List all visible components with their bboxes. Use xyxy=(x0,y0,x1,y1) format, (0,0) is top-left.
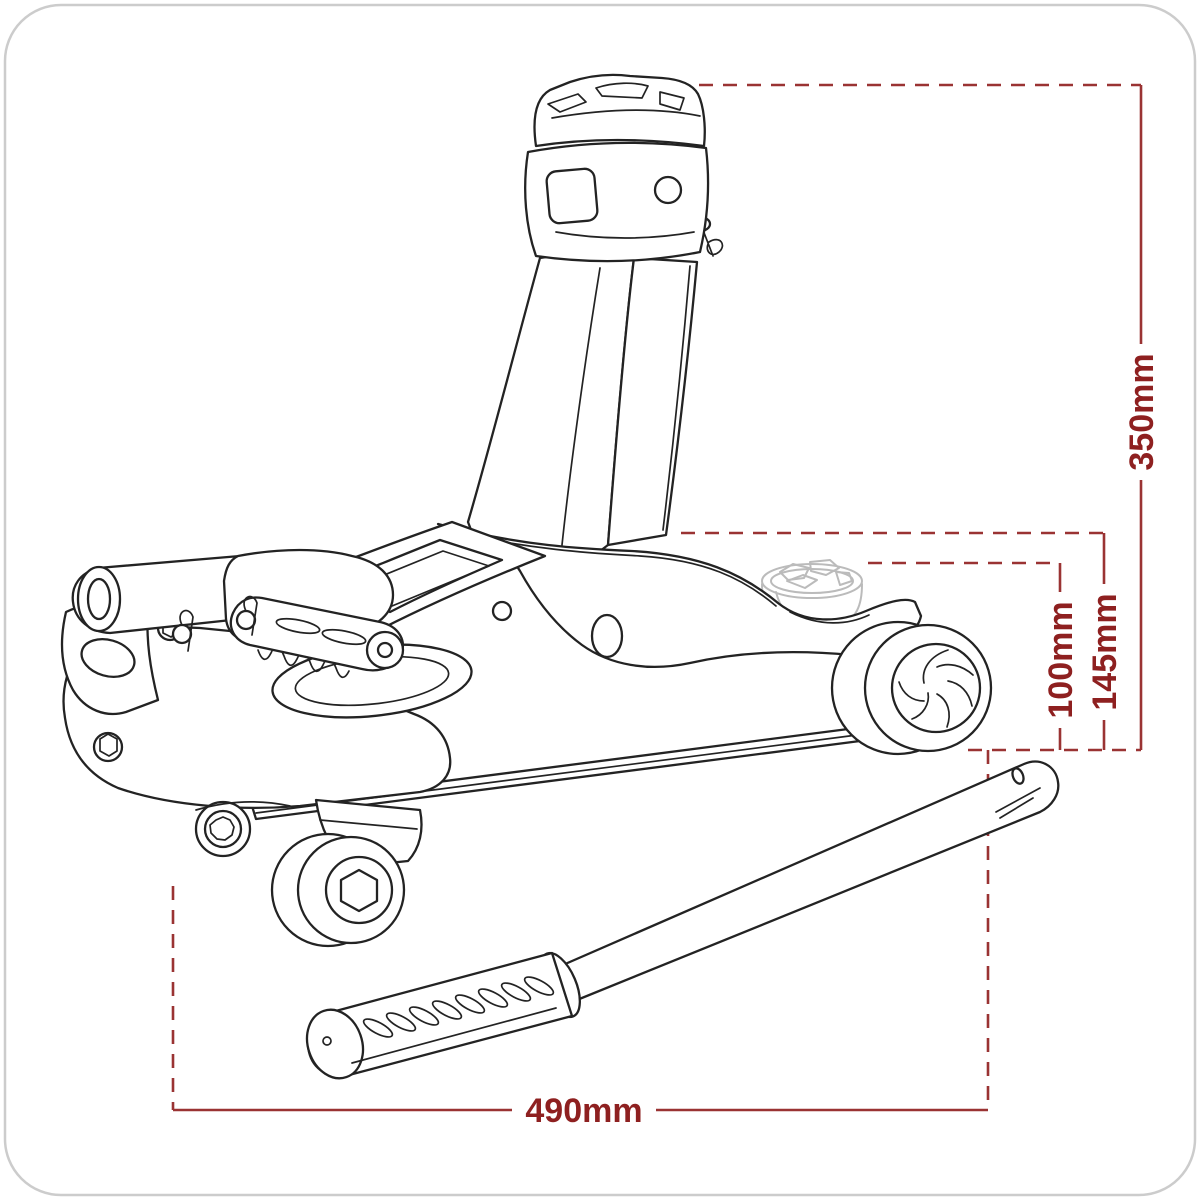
grip-end-cap xyxy=(305,1008,365,1080)
rear-wheel xyxy=(830,620,993,756)
grip-groove xyxy=(351,1007,557,1064)
handle-bar xyxy=(305,760,1060,1080)
r-clip-pins xyxy=(171,595,258,652)
label-mask xyxy=(1119,344,1163,480)
dimension-350: 350mm xyxy=(675,83,1163,750)
front-axle-bolt xyxy=(194,800,291,858)
plate-stud xyxy=(491,600,513,622)
dimension-100: 100mm xyxy=(868,561,1082,750)
r-clip xyxy=(702,229,724,257)
caster-hex-nut xyxy=(339,868,379,913)
dimension-label-145mm: 145mm xyxy=(1086,593,1124,710)
label-mask xyxy=(1038,592,1082,728)
dimension-label-490mm: 490mm xyxy=(525,1092,642,1130)
plate-hole xyxy=(590,613,624,659)
lift-arm xyxy=(466,215,724,572)
dimension-145: 145mm xyxy=(681,531,1126,750)
link-arm xyxy=(229,596,404,672)
dimension-label-350mm: 350mm xyxy=(1123,353,1161,470)
clevis-window xyxy=(545,167,599,225)
grip-knurling xyxy=(362,976,555,1038)
rounded-border xyxy=(3,3,1197,1197)
dimension-490: 490mm xyxy=(171,750,990,1132)
clevis-hole xyxy=(653,175,683,205)
pump-assembly xyxy=(60,548,473,809)
handle-tube xyxy=(554,760,1060,1004)
saddle xyxy=(524,73,710,263)
handle-pin xyxy=(1011,767,1025,785)
front-caster xyxy=(270,798,423,948)
label-mask xyxy=(1082,584,1126,720)
label-mask xyxy=(512,1088,656,1132)
trolley-jack-illustration xyxy=(60,73,1060,1080)
dimension-label-100mm: 100mm xyxy=(1042,601,1080,718)
